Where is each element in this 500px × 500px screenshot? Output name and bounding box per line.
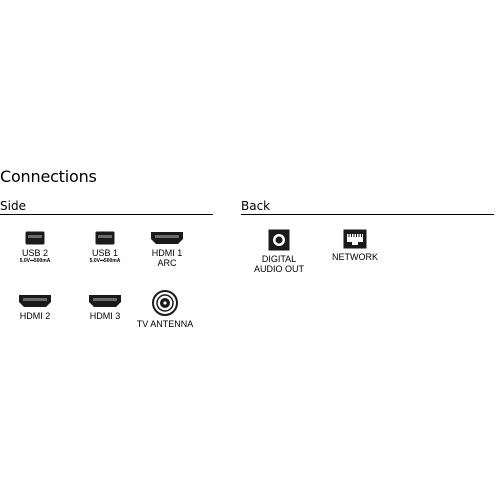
coaxial-antenna-icon (152, 290, 178, 316)
port-tv-antenna: TV ANTENNA (129, 290, 201, 329)
hdmi-port-icon (89, 295, 121, 307)
port-label: TV ANTENNA (136, 319, 194, 329)
port-label: DIGITAL (261, 254, 297, 264)
port-rating: 5.0V⎓500mA (19, 258, 51, 264)
port-label: HDMI 2 (19, 311, 51, 321)
port-label: NETWORK (332, 252, 378, 262)
page-title: Connections (0, 167, 97, 186)
section-divider-side (0, 214, 213, 215)
port-rating: 5.0V⎓500mA (89, 258, 121, 264)
section-heading-back: Back (241, 199, 271, 213)
port-hdmi-1: HDMI 1 ARC (142, 231, 192, 268)
port-label: HDMI 3 (89, 311, 121, 321)
section-heading-side: Side (0, 199, 26, 213)
port-label: USB 2 (21, 248, 48, 258)
usb-port-icon (25, 231, 45, 245)
port-usb-1: USB 1 5.0V⎓500mA (80, 231, 130, 265)
port-hdmi-3: HDMI 3 (80, 294, 130, 321)
hdmi-port-icon (151, 232, 183, 244)
section-divider-back (241, 214, 494, 215)
hdmi-port-icon (19, 295, 51, 307)
ethernet-port-icon (343, 229, 367, 249)
port-digital-audio-out: DIGITAL AUDIO OUT (246, 229, 312, 274)
port-label-arc: ARC (157, 258, 177, 268)
optical-audio-port-icon (268, 229, 290, 251)
port-usb-2: USB 2 5.0V⎓500mA (10, 231, 60, 265)
port-network: NETWORK (328, 229, 382, 262)
port-label: HDMI 1 (151, 248, 183, 258)
port-label: USB 1 (91, 248, 118, 258)
port-hdmi-2: HDMI 2 (10, 294, 60, 321)
port-label-line2: AUDIO OUT (253, 264, 304, 274)
usb-port-icon (95, 231, 115, 245)
